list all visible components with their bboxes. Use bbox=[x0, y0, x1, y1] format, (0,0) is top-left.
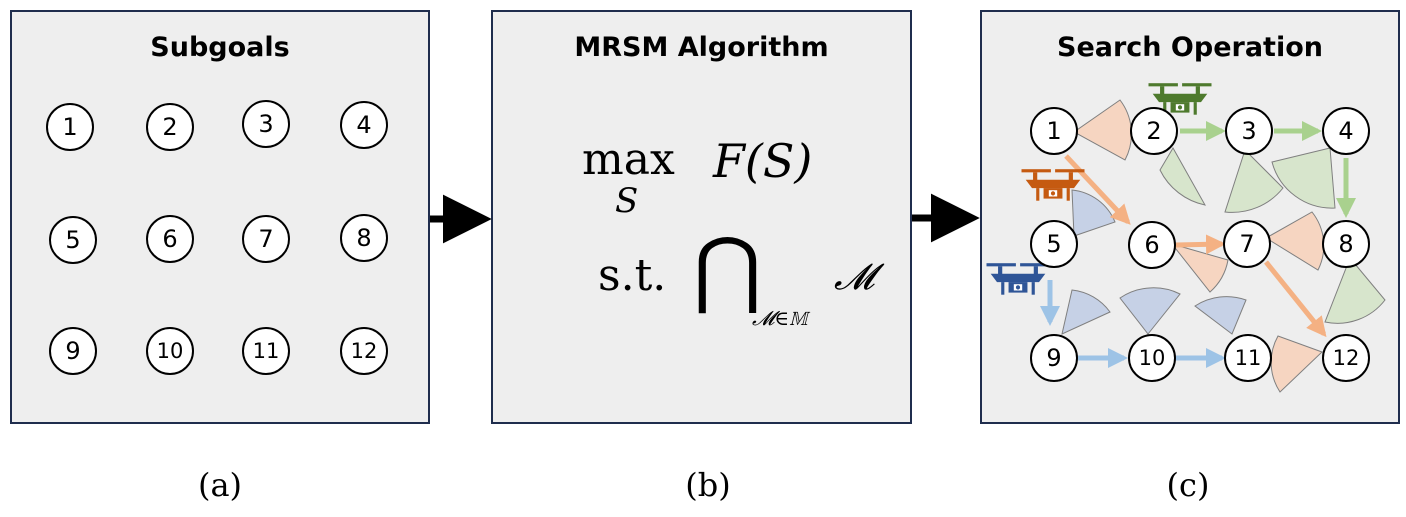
mrsm-title: MRSM Algorithm bbox=[574, 32, 829, 63]
search-node-9: 9 bbox=[1030, 334, 1078, 382]
subgoal-node-4: 4 bbox=[340, 101, 388, 149]
subgoal-node-9: 9 bbox=[49, 327, 97, 375]
blue-trajectory bbox=[1040, 280, 1226, 368]
blue-drone-icon bbox=[986, 263, 1050, 295]
mrsm-panel: MRSM Algorithm bbox=[491, 10, 912, 424]
max-operator: max bbox=[582, 134, 675, 185]
caption-c: (c) bbox=[1166, 466, 1210, 504]
search-node-3: 3 bbox=[1225, 107, 1273, 155]
search-operation-title: Search Operation bbox=[1057, 32, 1323, 63]
search-node-1: 1 bbox=[1030, 107, 1078, 155]
search-node-5: 5 bbox=[1030, 220, 1078, 268]
subgoal-node-11: 11 bbox=[242, 327, 290, 375]
caption-b: (b) bbox=[685, 466, 731, 504]
orange-trajectory bbox=[1064, 154, 1327, 338]
caption-a: (a) bbox=[197, 466, 243, 504]
search-node-2: 2 bbox=[1130, 107, 1178, 155]
subgoal-node-7: 7 bbox=[242, 215, 290, 263]
intersection-symbol: ⋂ bbox=[693, 219, 762, 317]
subject-to-label: s.t. bbox=[598, 250, 667, 301]
green-trajectory bbox=[1180, 121, 1356, 218]
subgoal-node-6: 6 bbox=[146, 215, 194, 263]
subgoal-node-10: 10 bbox=[146, 327, 194, 375]
search-node-7: 7 bbox=[1223, 220, 1271, 268]
search-node-6: 6 bbox=[1128, 221, 1176, 269]
search-node-10: 10 bbox=[1128, 334, 1176, 382]
subgoal-node-3: 3 bbox=[242, 100, 290, 148]
max-subscript: S bbox=[615, 181, 639, 221]
search-node-12: 12 bbox=[1322, 334, 1370, 382]
search-node-11: 11 bbox=[1224, 334, 1272, 382]
subgoals-title: Subgoals bbox=[150, 32, 290, 63]
subgoal-node-8: 8 bbox=[340, 214, 388, 262]
search-node-4: 4 bbox=[1322, 107, 1370, 155]
intersection-subscript: 𝓜∈𝕄 bbox=[752, 306, 808, 330]
search-node-8: 8 bbox=[1322, 220, 1370, 268]
constraint-set-symbol: 𝓜 bbox=[834, 257, 875, 298]
subgoal-node-2: 2 bbox=[146, 103, 194, 151]
subgoal-node-12: 12 bbox=[340, 327, 388, 375]
objective-function: F(S) bbox=[713, 134, 813, 188]
subgoal-node-1: 1 bbox=[46, 103, 94, 151]
subgoal-node-5: 5 bbox=[49, 216, 97, 264]
blue-sensor-sectors bbox=[1061, 189, 1247, 335]
green-sensor-sectors bbox=[1159, 146, 1386, 324]
